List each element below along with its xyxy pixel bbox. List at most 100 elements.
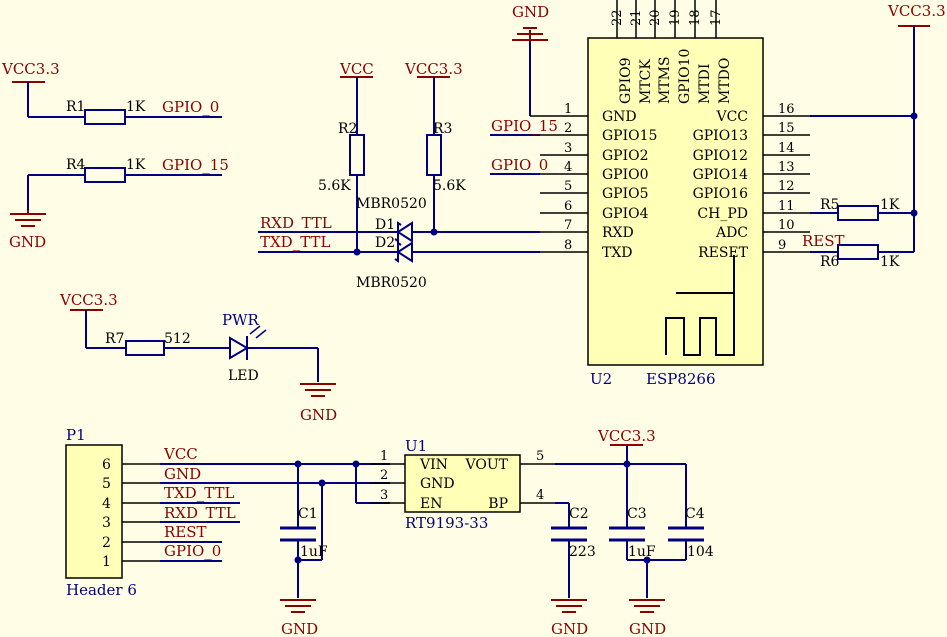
antenna-trace (665, 255, 735, 356)
top-pin-num: 20 (648, 9, 663, 26)
c4-value: 104 (687, 544, 714, 560)
u1-pin-num: 5 (536, 449, 544, 464)
header-pin-num: 2 (102, 535, 111, 551)
top-pin-label: GPIO9 (618, 57, 634, 104)
top-pin-num: 17 (709, 9, 724, 26)
pin-num: 1 (564, 102, 572, 117)
pin-label: GPIO13 (693, 128, 748, 144)
r2-label: R2 (338, 121, 357, 137)
rest-label: REST (802, 232, 845, 250)
c1-label: C1 (298, 506, 318, 522)
header-net: TXD_TTL (164, 484, 234, 502)
led-pwr (229, 325, 267, 360)
c1-value: 1uF (300, 544, 328, 560)
header-net: RXD_TTL (164, 504, 236, 522)
ground-symbol (280, 599, 316, 613)
u1-pin-label: GND (420, 476, 455, 492)
p1-designator: P1 (66, 426, 86, 444)
u1-pin-label: EN (420, 496, 442, 512)
led-label: PWR (222, 311, 260, 329)
net-label-rxd: RXD_TTL (260, 214, 332, 232)
c2-label: C2 (569, 506, 589, 522)
ground-symbol (629, 599, 665, 613)
u1-pin-label: BP (488, 496, 508, 512)
d1-label: D1 (375, 217, 395, 233)
p1-part: Header 6 (66, 581, 137, 599)
pin-label: VCC (715, 109, 748, 125)
resistor-r2 (349, 134, 365, 176)
vcc33-label: VCC3.3 (597, 427, 656, 445)
pin-label: GPIO12 (693, 148, 748, 164)
led-value: LED (228, 368, 259, 384)
ground-symbol (300, 383, 336, 397)
vcc33-label: VCC3.3 (1, 60, 60, 78)
pin-num: 5 (564, 179, 572, 194)
pin-num: 10 (778, 218, 795, 233)
c2-value: 223 (569, 544, 596, 560)
r4-value: 1K (126, 157, 146, 173)
pin-label: CH_PD (697, 206, 748, 222)
pin-num: 7 (564, 218, 572, 233)
r1-label: R1 (66, 99, 85, 115)
u1-pin-num: 1 (380, 449, 388, 464)
pin-label: GPIO16 (693, 186, 749, 202)
net-label-txd: TXD_TTL (260, 233, 330, 251)
u1-designator: U1 (405, 437, 427, 455)
vcc33-label: VCC3.3 (887, 2, 946, 20)
u1-part: RT9193-33 (405, 514, 488, 532)
pin-num: 12 (778, 179, 795, 194)
r3-label: R3 (433, 121, 452, 137)
r3-value: 5.6K (433, 178, 466, 194)
header-pin-num: 4 (102, 496, 111, 512)
right-pins (763, 115, 810, 253)
u1-pin-num: 4 (536, 488, 544, 503)
pin-num: 11 (778, 199, 795, 214)
d1-part: MBR0520 (356, 196, 427, 212)
u1-pin-label: VIN (419, 457, 448, 473)
pin-label: RXD (602, 225, 634, 241)
u1-pin-num: 2 (380, 468, 388, 483)
net-label-gpio15: GPIO_15 (162, 156, 229, 174)
header-nets (160, 463, 390, 562)
gnd-label: GND (551, 620, 588, 637)
top-pin-num: 21 (629, 9, 644, 26)
gnd-label: GND (9, 233, 46, 251)
r2-value: 5.6K (318, 178, 351, 194)
pin-label: GPIO15 (602, 128, 657, 144)
c4-label: C4 (685, 506, 705, 522)
header-p1 (65, 444, 123, 579)
pin-num: 6 (564, 199, 572, 214)
c3-value: 1uF (628, 544, 656, 560)
pin-label: GPIO0 (602, 167, 649, 183)
top-pin-label: MTDI (697, 64, 713, 104)
pin-label: GPIO5 (602, 186, 649, 202)
pin-label: TXD (602, 245, 633, 261)
diode-d1 (394, 221, 413, 243)
r5-value: 1K (880, 197, 900, 213)
pin-label: GPIO2 (602, 148, 649, 164)
resistor-r3 (426, 134, 442, 176)
vcc33-label: VCC3.3 (404, 60, 463, 78)
r4-label: R4 (66, 157, 86, 173)
header-pins (122, 463, 160, 562)
r5-label: R5 (820, 197, 839, 213)
pin-num: 2 (564, 121, 572, 136)
esp-part: ESP8266 (646, 370, 716, 388)
d2-label: D2 (375, 235, 395, 251)
header-pin-num: 5 (102, 476, 111, 492)
top-pin-num: 22 (610, 9, 625, 26)
resistor-r4 (84, 167, 126, 183)
pin-label: GPIO4 (602, 206, 649, 222)
r1-value: 1K (126, 99, 146, 115)
top-pin-label: GPIO10 (677, 49, 693, 104)
vcc33-label: VCC3.3 (59, 291, 118, 309)
pin-label: GND (602, 109, 637, 125)
top-pin-label: MTDO (717, 58, 733, 104)
resistor-r7 (125, 340, 165, 356)
c3-label: C3 (627, 506, 647, 522)
u1-pin-num: 3 (380, 488, 388, 503)
ground-symbol (551, 599, 587, 613)
top-pin-label: MTCK (638, 59, 654, 104)
pin-label: ADC (715, 225, 748, 241)
